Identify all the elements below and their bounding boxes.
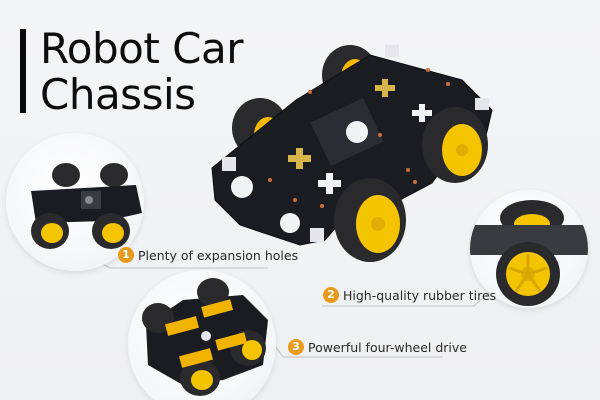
feature-callout-expansion-holes: 1 Plenty of expansion holes — [118, 247, 298, 263]
number-badge: 3 — [288, 339, 304, 355]
feature-label: Powerful four-wheel drive — [308, 339, 467, 355]
number-badge: 2 — [323, 287, 339, 303]
feature-label: Plenty of expansion holes — [138, 247, 299, 263]
main-product-image — [211, 45, 493, 262]
inset-photo-wheel — [470, 190, 588, 308]
title-line-2: Chassis — [40, 70, 196, 119]
feature-callout-four-wheel-drive: 3 Powerful four-wheel drive — [288, 339, 467, 355]
page-title: Robot Car Chassis — [40, 24, 244, 119]
number-badge: 1 — [118, 247, 134, 263]
title-line-1: Robot Car — [40, 24, 244, 73]
inset-photo-motors — [128, 270, 276, 400]
feature-label: High-quality rubber tires — [343, 287, 497, 303]
feature-callout-rubber-tires: 2 High-quality rubber tires — [323, 287, 496, 303]
title-accent-bar — [20, 29, 26, 113]
